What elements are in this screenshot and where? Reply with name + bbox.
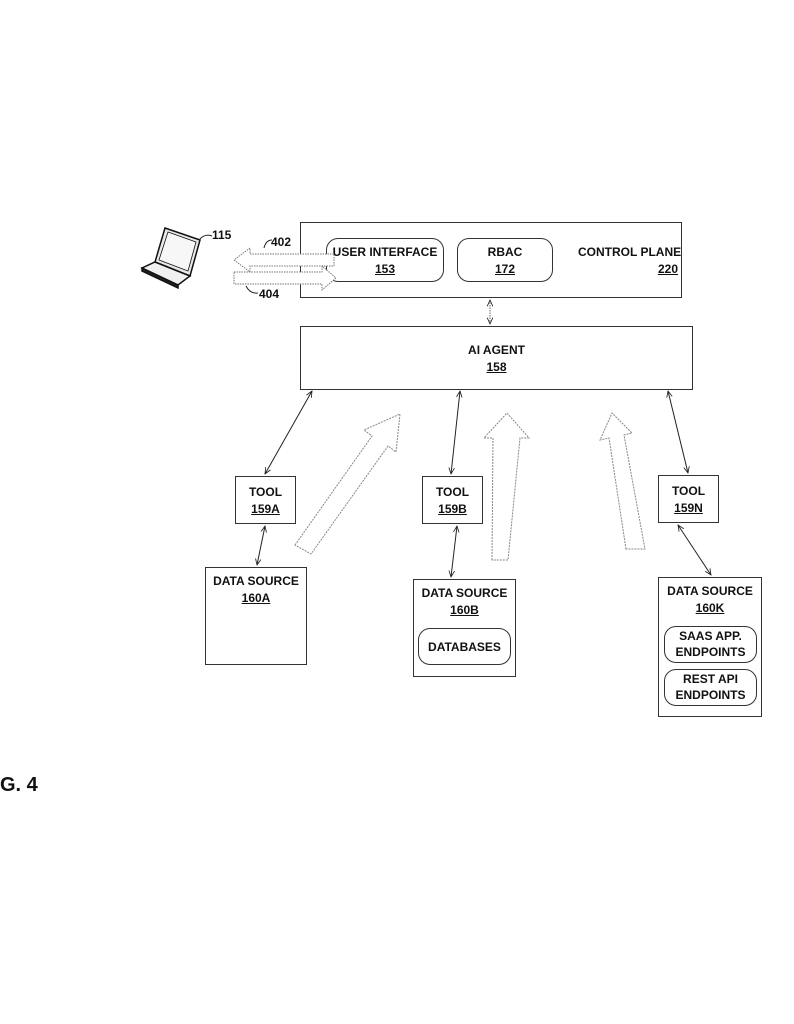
tool-159n-title: TOOL [671, 484, 706, 498]
data-source-160a-title: DATA SOURCE [213, 574, 299, 588]
data-source-160a-ref: 160A [241, 591, 271, 605]
ai-agent-box [300, 326, 693, 390]
rbac-box [457, 238, 553, 282]
user-interface-box [326, 238, 444, 282]
client-ref-leader [198, 234, 213, 241]
connector-ai-agent-tool-159n [668, 391, 688, 473]
databases-box [418, 628, 511, 665]
data-flow-arrow-160k [599, 412, 646, 550]
saas-endpoints-line1: SAAS APP. [679, 629, 742, 643]
user-interface-title: USER INTERFACE [332, 245, 438, 259]
request-flow-ref-label: 402 [271, 235, 292, 249]
rest-api-endpoints-line1: REST API [683, 672, 738, 686]
rest-api-endpoints-line2: ENDPOINTS [675, 688, 746, 702]
data-source-160k-ref: 160K [695, 601, 725, 615]
data-flow-arrow-160a [294, 413, 401, 555]
tool-159a-title: TOOL [248, 485, 283, 499]
data-source-160k-title: DATA SOURCE [667, 584, 753, 598]
response-flow-ref-label: 404 [259, 287, 280, 301]
tool-159b-ref: 159B [438, 502, 467, 516]
user-interface-ref: 153 [374, 262, 396, 276]
client-ref-label: 115 [212, 228, 232, 242]
figure-label: G. 4 [0, 774, 38, 796]
response-flow-leader [245, 285, 259, 294]
saas-endpoints-box [664, 626, 757, 663]
connector-tool-159a-data-source-160a [257, 526, 265, 565]
tool-159b-title: TOOL [435, 485, 470, 499]
rbac-ref: 172 [494, 262, 516, 276]
ai-agent-title: AI AGENT [468, 343, 525, 357]
saas-endpoints-line2: ENDPOINTS [675, 645, 746, 659]
rest-api-endpoints-box [664, 669, 757, 706]
data-source-160a-box [205, 567, 307, 665]
tool-159b-box [422, 476, 483, 524]
control-plane-ref: 220 [657, 262, 678, 276]
tool-159n-ref: 159N [674, 501, 703, 515]
rbac-title: RBAC [487, 245, 523, 259]
laptop-icon [140, 227, 201, 290]
data-flow-arrow-160b [482, 412, 531, 561]
ai-agent-ref: 158 [486, 360, 507, 374]
connector-ai-agent-tool-159a [265, 391, 312, 474]
tool-159n-box [658, 475, 719, 523]
connector-ai-agent-tool-159b [451, 391, 460, 474]
connector-tool-159b-data-source-160b [451, 526, 457, 577]
control-plane-title: CONTROL PLANE [578, 245, 682, 259]
data-source-160b-title: DATA SOURCE [421, 586, 508, 600]
tool-159a-ref: 159A [251, 502, 280, 516]
data-source-160b-ref: 160B [450, 603, 479, 617]
databases-label: DATABASES [428, 640, 501, 654]
connector-tool-159n-data-source-160k [678, 525, 711, 575]
